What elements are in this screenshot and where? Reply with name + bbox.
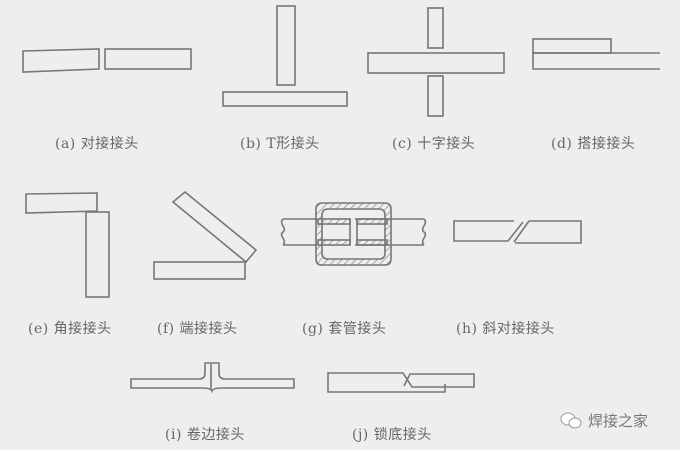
watermark: 焊接之家 bbox=[560, 410, 648, 431]
sleeve-joint-drawing bbox=[280, 202, 427, 266]
corner-joint-drawing bbox=[25, 192, 110, 298]
cross-joint-drawing bbox=[367, 7, 505, 117]
edge-joint-drawing bbox=[153, 190, 258, 280]
wechat-icon bbox=[560, 412, 582, 428]
label-corner-joint: (e) 角接接头 bbox=[28, 321, 112, 337]
label-edge-joint: (f) 端接接头 bbox=[157, 321, 238, 337]
label-cross-joint: (c) 十字接头 bbox=[392, 136, 476, 152]
t-joint-drawing bbox=[222, 5, 348, 107]
label-scarf-joint: (h) 斜对接接头 bbox=[456, 321, 555, 337]
lock-bottom-joint-drawing bbox=[327, 372, 475, 393]
label-flanged-joint: (i) 卷边接头 bbox=[165, 427, 245, 443]
watermark-text: 焊接之家 bbox=[588, 412, 649, 430]
label-butt-joint: (a) 对接接头 bbox=[55, 136, 139, 152]
flanged-joint-drawing bbox=[130, 362, 295, 394]
label-t-joint: (b) T形接头 bbox=[240, 136, 320, 152]
scarf-joint-drawing bbox=[453, 220, 582, 244]
label-sleeve-joint: (g) 套管接头 bbox=[302, 321, 387, 337]
label-lock-bottom-joint: (j) 锁底接头 bbox=[352, 427, 432, 443]
lap-joint-drawing bbox=[532, 38, 660, 70]
butt-joint-drawing bbox=[22, 48, 192, 73]
label-lap-joint: (d) 搭接接头 bbox=[551, 136, 636, 152]
